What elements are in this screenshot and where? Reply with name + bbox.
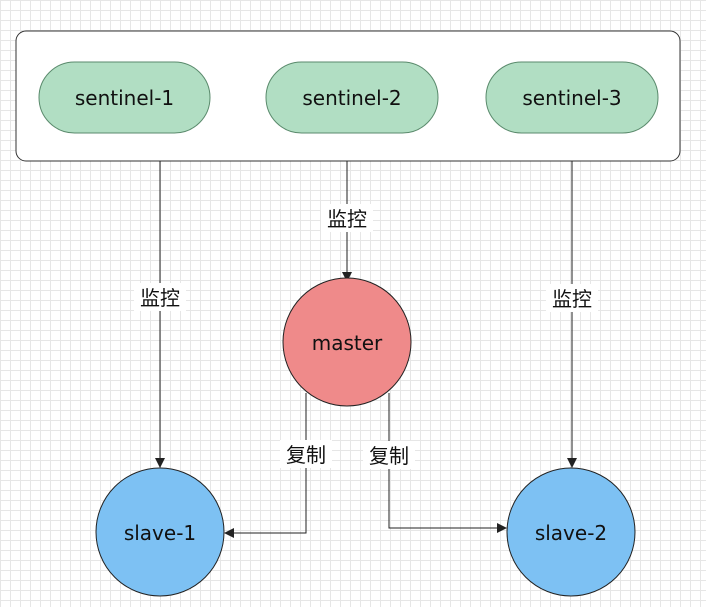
slave-1-label: slave-1 [124,521,196,545]
sentinel-node-2[interactable]: sentinel-2 [265,61,439,134]
sentinel-1-shape [38,61,211,134]
monitor-label-2: 监控 [327,207,367,231]
slave-1-shape [95,467,225,597]
edge-master-slave2 [388,393,507,533]
edge-label-bg-1 [134,283,186,311]
sentinel-node-1[interactable]: sentinel-1 [38,61,211,134]
master-label: master [312,331,383,355]
sentinel-3-shape [485,61,659,134]
slave-node-2[interactable]: slave-2 [506,467,636,597]
replicate-label-2: 复制 [369,444,409,468]
slave-2-label: slave-2 [535,521,607,545]
edge-label-bg-5 [363,441,415,469]
edge-label-bg-3 [546,284,598,312]
monitor-label-3: 监控 [552,287,592,311]
master-node[interactable]: master [282,277,412,407]
replicate-label-1: 复制 [286,443,326,467]
sentinel-3-label: sentinel-3 [522,86,621,110]
master-shape [282,277,412,407]
edge-master-slave1 [224,393,307,538]
edge-label-bg-2 [321,204,373,232]
edge-label-bg-4 [280,440,332,468]
sentinel-node-3[interactable]: sentinel-3 [485,61,659,134]
sentinel-2-shape [265,61,439,134]
sentinel-2-label: sentinel-2 [302,86,401,110]
slave-2-shape [506,467,636,597]
sentinel-1-label: sentinel-1 [75,86,174,110]
monitor-label-1: 监控 [140,286,180,310]
slave-node-1[interactable]: slave-1 [95,467,225,597]
